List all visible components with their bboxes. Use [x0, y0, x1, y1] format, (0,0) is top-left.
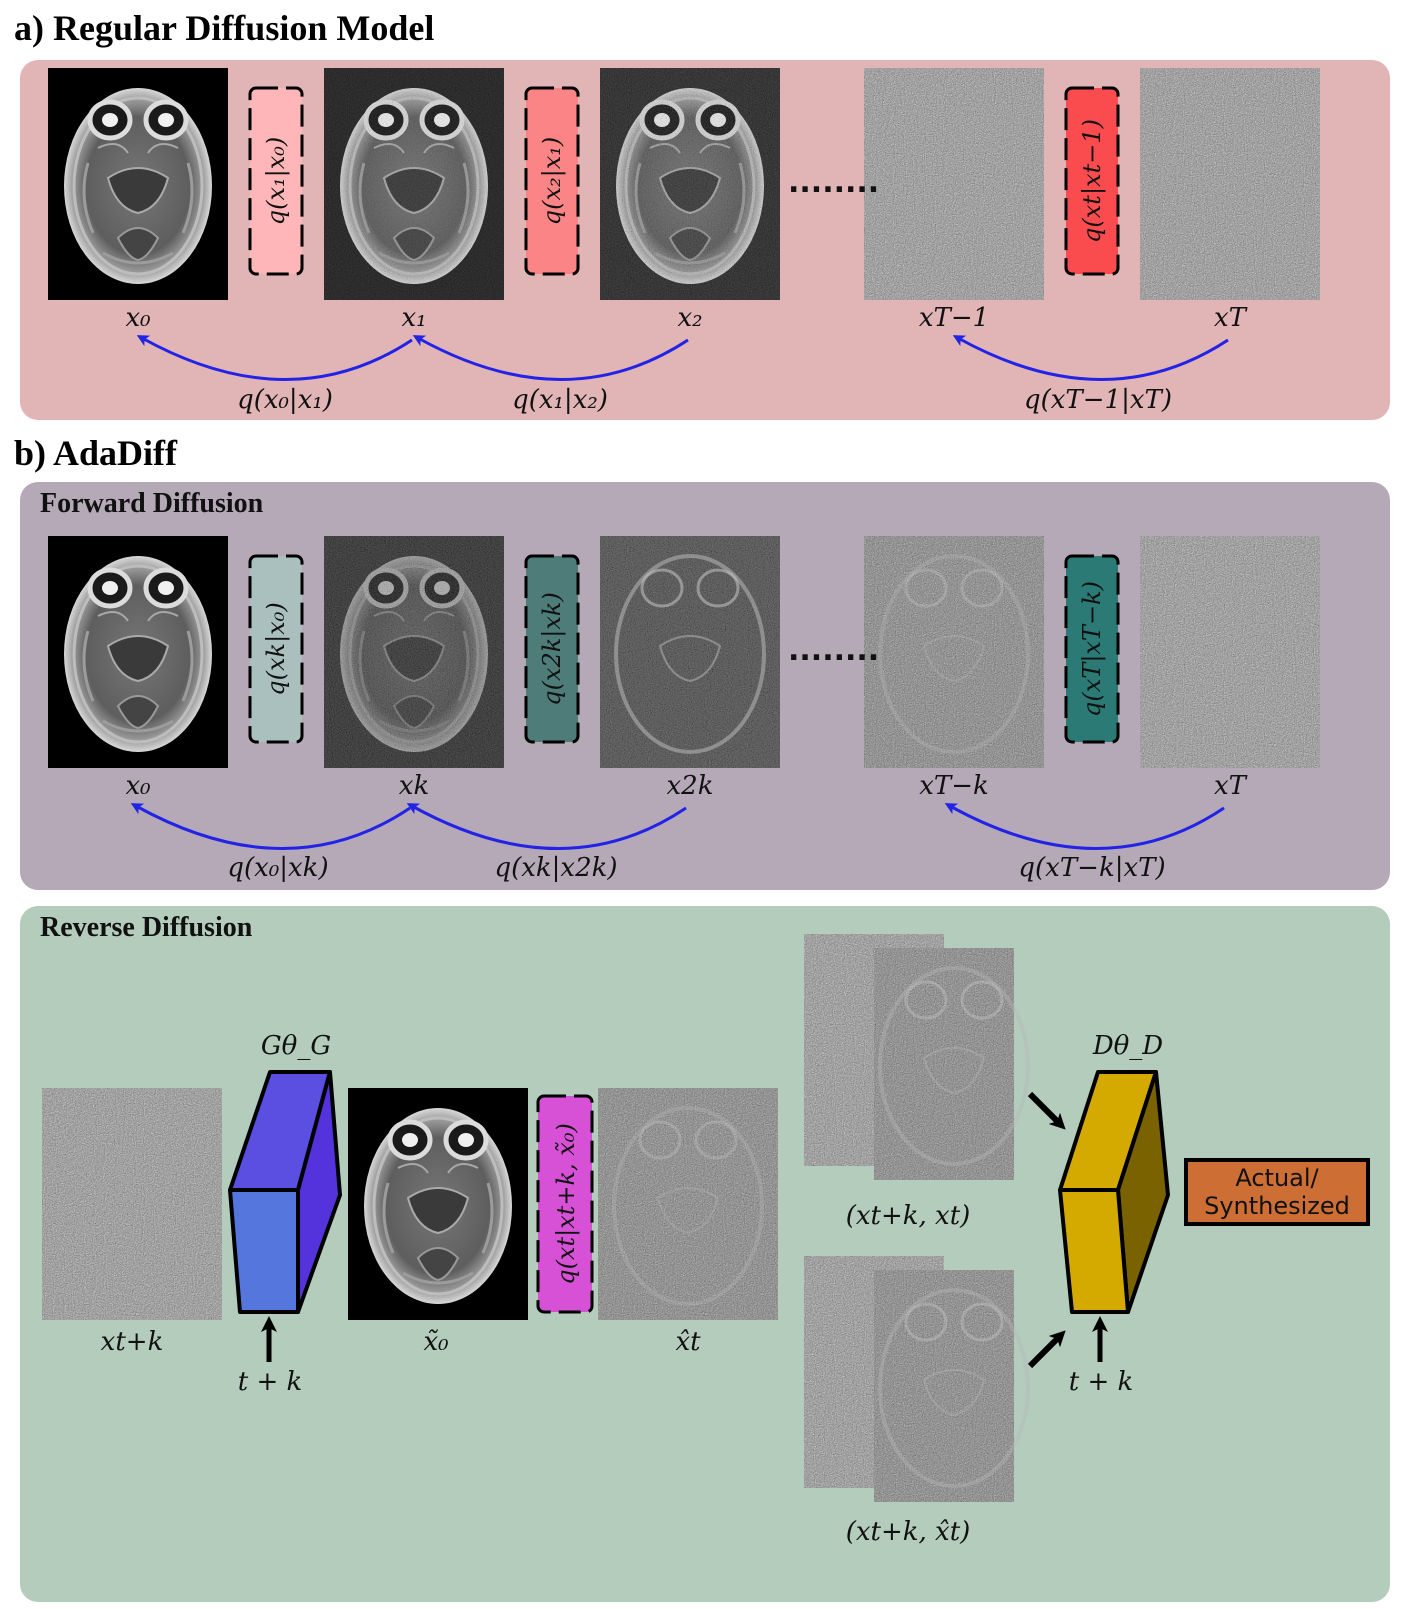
a-transition-2: q(x₂|x₁) [524, 86, 580, 276]
panel-a-title: a) Regular Diffusion Model [14, 8, 434, 48]
a-label-xT-1: xT−1 [919, 303, 989, 333]
r-image-xtk [42, 1088, 222, 1320]
a-arrow-3 [952, 335, 1229, 381]
reverse-title: Reverse Diffusion [40, 912, 253, 943]
r-image-x0-tilde [348, 1088, 528, 1320]
svg-text:q(x₁|x₀): q(x₁|x₀) [262, 137, 291, 226]
r-label-xt-hat: x̂t [675, 1327, 701, 1357]
b-image-x2k [600, 536, 780, 768]
b-arrow-3 [944, 803, 1225, 850]
svg-text:Synthesized: Synthesized [1204, 1192, 1350, 1220]
b-transition-1: q(xk|x₀) [248, 554, 304, 744]
a-reverse-label-1: q(x₀|x₁) [237, 385, 333, 415]
a-image-x1 [324, 68, 504, 300]
b-reverse-label-3: q(xT−k|xT) [1018, 853, 1165, 883]
b-transition-2: q(x2k|xk) [524, 554, 580, 744]
svg-text:q(xk|x₀): q(xk|x₀) [262, 602, 291, 695]
b-image-x0 [48, 536, 228, 768]
a-image-xT-1 [864, 68, 1044, 300]
r-label-x0-tilde: x̃₀ [423, 1327, 449, 1357]
discriminator-block [1058, 1070, 1170, 1314]
a-transition-3: q(xt|xt−1) [1064, 86, 1120, 276]
g-time-label: t + k [238, 1367, 303, 1397]
svg-text:Actual/: Actual/ [1235, 1164, 1319, 1192]
b-ellipsis: ........ [788, 633, 879, 668]
b-label-x0: x₀ [125, 771, 151, 801]
b-reverse-label-2: q(xk|x2k) [494, 853, 617, 883]
a-image-x2 [600, 68, 780, 300]
generator-block [228, 1070, 342, 1314]
b-arrow-1 [130, 803, 411, 850]
b-label-x2k: x2k [667, 771, 714, 801]
svg-text:q(xt|xt+k, x̃₀): q(xt|xt+k, x̃₀) [552, 1123, 581, 1285]
a-arrow-2 [412, 335, 689, 381]
b-image-xk [324, 536, 504, 768]
pair-fake [804, 1256, 1030, 1502]
svg-text:q(xt|xt−1): q(xt|xt−1) [1078, 119, 1107, 243]
svg-text:q(x₂|x₁): q(x₂|x₁) [538, 137, 567, 226]
forward-title: Forward Diffusion [40, 488, 264, 519]
posterior-box: q(xt|xt+k, x̃₀) [536, 1094, 594, 1314]
a-arrow-1 [136, 335, 413, 381]
a-reverse-label-3: q(xT−1|xT) [1024, 385, 1172, 415]
a-label-x1: x₁ [401, 303, 426, 333]
b-label-xT-k: xT−k [919, 771, 989, 801]
a-label-xT: xT [1214, 303, 1248, 333]
a-image-x0 [48, 68, 228, 300]
svg-text:q(xT|xT−k): q(xT|xT−k) [1078, 581, 1107, 717]
b-image-xT-k [864, 536, 1044, 768]
a-transition-1: q(x₁|x₀) [248, 86, 304, 276]
a-label-x2: x₂ [677, 303, 702, 333]
b-image-xT [1140, 536, 1320, 768]
svg-text:q(x2k|xk): q(x2k|xk) [538, 592, 567, 706]
b-reverse-label-1: q(x₀|xk) [227, 853, 328, 883]
a-ellipsis: ........ [788, 165, 879, 200]
a-reverse-label-2: q(x₁|x₂) [512, 385, 608, 415]
discriminator-label: Dθ_D [1092, 1031, 1163, 1061]
r-label-xtk: xt+k [101, 1327, 164, 1357]
b-transition-3: q(xT|xT−k) [1064, 554, 1120, 744]
generator-label: Gθ_G [261, 1031, 331, 1061]
pair-fake-label: (xt+k, x̂t) [846, 1517, 971, 1547]
b-label-xk: xk [399, 771, 429, 801]
output-box: Actual/ Synthesized [1184, 1158, 1370, 1226]
d-input-arrow-real [1027, 1091, 1066, 1130]
pair-real [804, 934, 1030, 1180]
a-label-x0: x₀ [125, 303, 151, 333]
panel-b-title: b) AdaDiff [14, 433, 178, 473]
b-label-xT: xT [1214, 771, 1248, 801]
pair-real-label: (xt+k, xt) [846, 1201, 971, 1231]
d-time-label: t + k [1069, 1367, 1134, 1397]
b-arrow-2 [406, 803, 687, 850]
r-image-xt-hat [598, 1088, 778, 1320]
d-input-arrow-fake [1027, 1330, 1066, 1369]
a-image-xT [1140, 68, 1320, 300]
